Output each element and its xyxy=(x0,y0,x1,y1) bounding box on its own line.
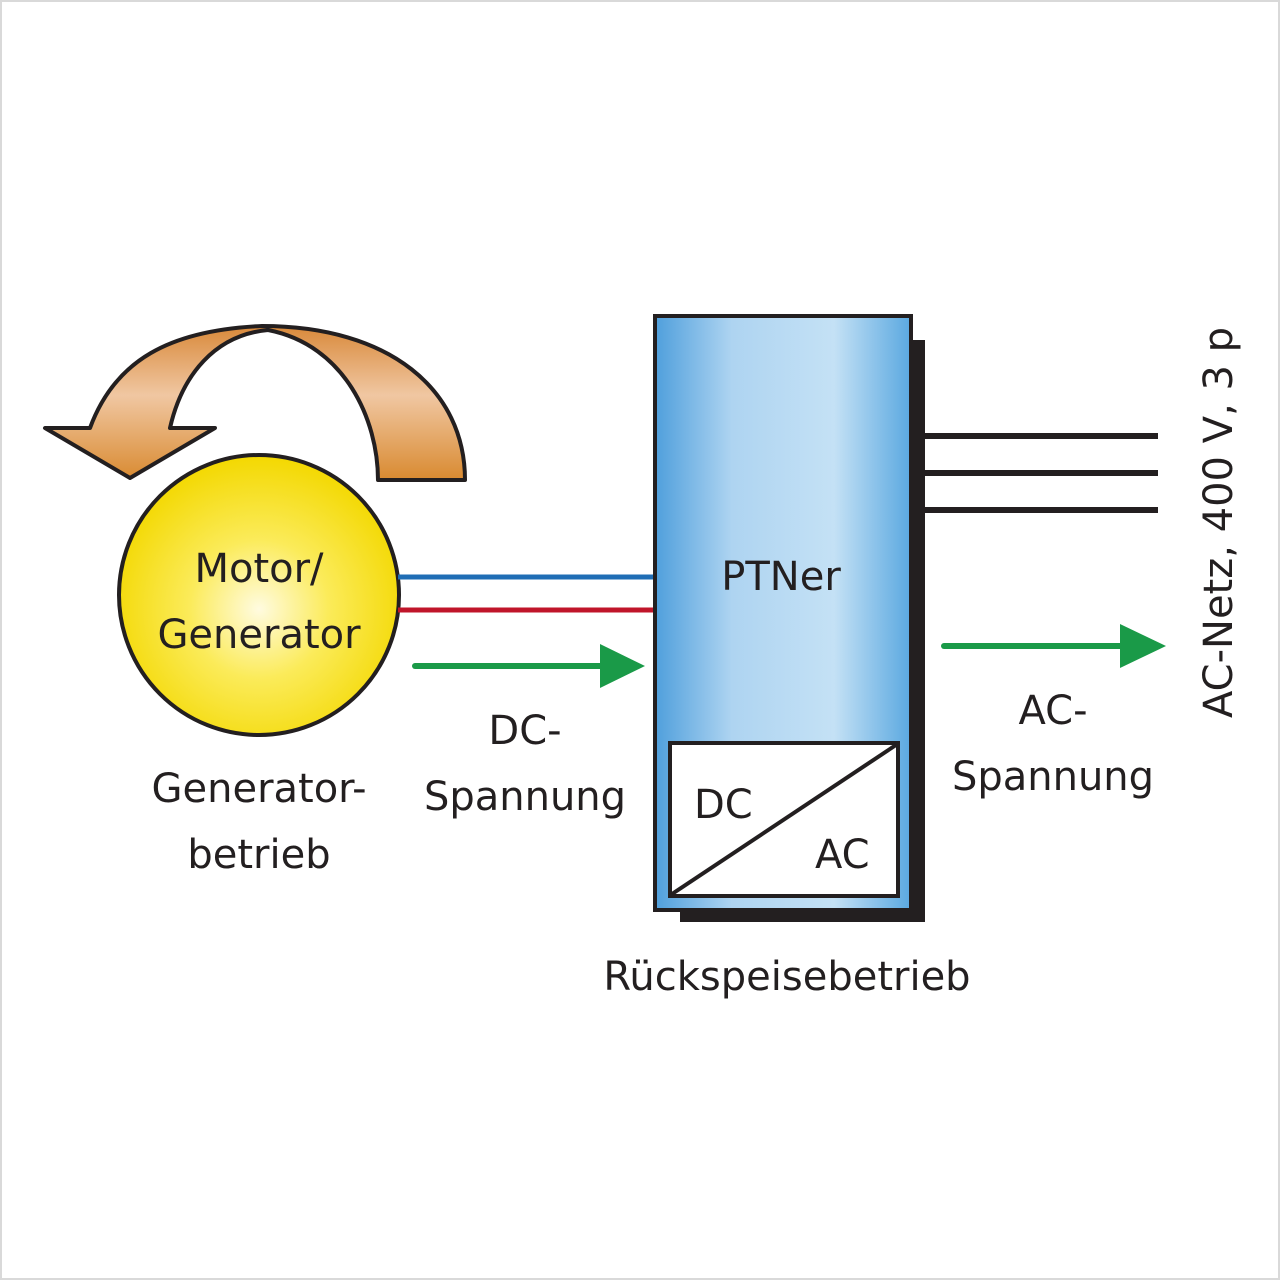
regeneration-mode-label: Rückspeisebetrieb xyxy=(603,954,970,1000)
motor-circle xyxy=(117,453,401,737)
dc-label-line2: Spannung xyxy=(424,774,626,820)
motor-label-line2: Generator xyxy=(157,612,361,658)
grid-label: AC-Netz, 400 V, 3 p xyxy=(1196,327,1242,718)
dc-label-line1: DC- xyxy=(488,708,561,754)
converter-ac-label: AC xyxy=(815,832,870,878)
generator-mode-line1: Generator- xyxy=(152,766,367,812)
inverter-box: PTNer DC AC xyxy=(653,314,925,922)
three-phase-lines xyxy=(925,433,1158,513)
ac-label-line1: AC- xyxy=(1018,688,1087,734)
inverter-name: PTNer xyxy=(721,554,841,600)
ac-flow-arrow-icon xyxy=(941,624,1166,668)
generator-mode-line2: betrieb xyxy=(187,832,330,878)
dc-ac-converter-icon: DC AC xyxy=(668,741,900,898)
ac-label-line2: Spannung xyxy=(952,754,1154,800)
rotation-arrow-icon xyxy=(43,324,467,482)
dc-flow-arrow-icon xyxy=(412,644,645,688)
converter-dc-label: DC xyxy=(694,782,753,828)
motor-generator: Motor/ Generator xyxy=(117,453,401,737)
motor-label-line1: Motor/ xyxy=(194,546,324,592)
